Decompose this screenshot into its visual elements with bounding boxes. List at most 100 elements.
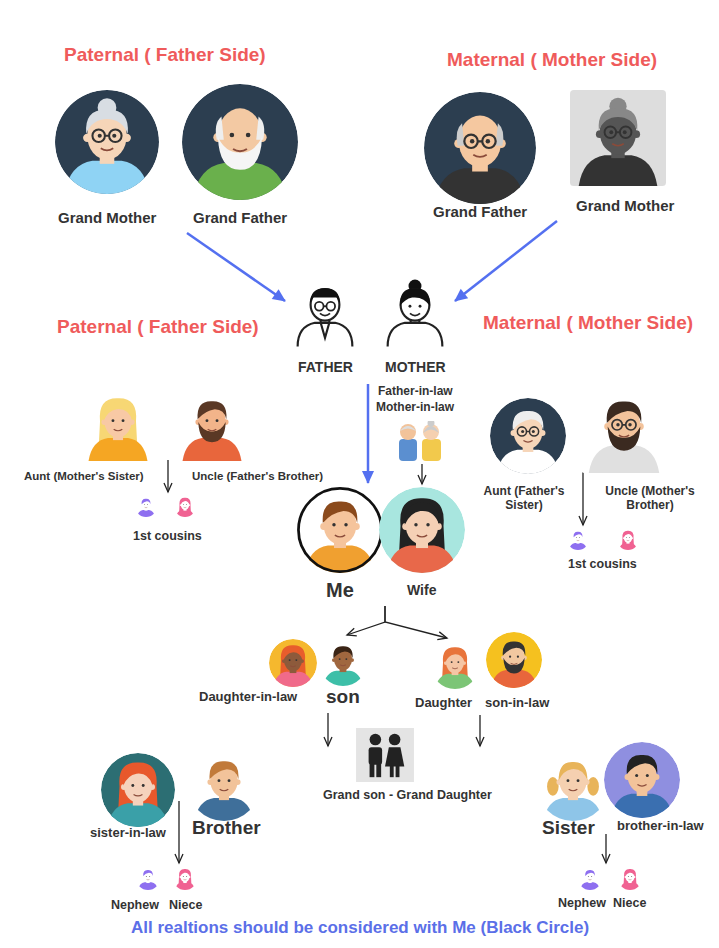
person-node: Grand Father (424, 92, 536, 221)
avatar-icon (135, 495, 157, 517)
relation-arrow (167, 460, 168, 492)
person-label: Nephew (111, 898, 159, 913)
avatar-icon (570, 90, 666, 186)
avatar (567, 528, 589, 550)
line-avatar-icon (379, 276, 451, 348)
person-label: MOTHER (385, 359, 446, 376)
avatar (570, 90, 666, 186)
person-label: Sister (542, 817, 595, 840)
person-label: Daughter-in-law (199, 689, 297, 705)
person-label: Mother-in-law (376, 400, 454, 414)
avatar (578, 866, 602, 890)
avatar-icon (174, 495, 196, 517)
person-label: Grand Mother (576, 197, 674, 215)
person-label: brother-in-law (617, 818, 704, 834)
avatar (182, 84, 298, 200)
person-node: 1st cousins (133, 495, 202, 544)
couple-icon (395, 421, 445, 461)
relation-arrow (479, 715, 480, 746)
avatar (135, 495, 157, 517)
person-node: Uncle (Father's Brother) (176, 389, 324, 484)
person-label: Grand Father (193, 209, 287, 227)
avatar (289, 276, 361, 348)
person-node: Sister (537, 749, 609, 840)
avatar-icon (537, 749, 609, 821)
avatar-icon (82, 389, 154, 461)
person-node: sister-in-law (90, 753, 175, 841)
avatar (101, 753, 175, 827)
avatar-icon (297, 487, 383, 573)
person-node: Nephew Niece (558, 866, 647, 911)
avatar (82, 389, 154, 461)
person-label: Niece (169, 898, 202, 913)
person-label: son (326, 686, 360, 709)
avatar (174, 495, 196, 517)
person-label: Brother (192, 817, 261, 840)
avatar-icon (101, 753, 175, 827)
avatar-icon (269, 639, 317, 687)
person-node: son-in-law (485, 632, 550, 711)
avatar (424, 92, 536, 204)
person-node: Me (297, 487, 383, 602)
avatar-icon (567, 528, 589, 550)
person-label: Uncle (Father's Brother) (192, 470, 323, 484)
relation-arrow (178, 801, 179, 863)
avatar-icon (176, 389, 248, 461)
side-label: Paternal ( Father Side) (57, 316, 259, 339)
avatar (379, 487, 465, 573)
person-label: Father-in-law (378, 384, 453, 398)
avatar-icon (618, 866, 642, 890)
person-node: Aunt (Mother's Sister) (24, 389, 154, 484)
side-label: Maternal ( Mother Side) (447, 49, 657, 72)
person-label: 1st cousins (133, 529, 202, 544)
person-label: Grand Father (433, 203, 527, 221)
avatar (537, 749, 609, 821)
person-node: Father-in-lawMother-in-law (376, 384, 454, 461)
avatar (319, 638, 367, 686)
avatar (55, 90, 159, 194)
person-label: Grand son - Grand Daughter (323, 788, 492, 803)
person-label: Uncle (Mother's Brother) (590, 484, 710, 513)
person-node: Grand son - Grand Daughter (323, 728, 492, 803)
avatar-icon (578, 866, 602, 890)
person-label: sister-in-law (90, 825, 166, 841)
line-avatar-icon (289, 276, 361, 348)
relation-arrow (367, 384, 370, 483)
avatar (136, 866, 160, 890)
person-label: Me (326, 578, 354, 602)
person-label: Aunt (Father's Sister) (472, 484, 576, 513)
avatar-icon (188, 749, 260, 821)
avatar (379, 276, 451, 348)
avatar (604, 742, 680, 818)
relation-arrow (327, 713, 328, 746)
avatar-icon (490, 398, 566, 474)
person-node: 1st cousins (567, 528, 639, 572)
person-node: Aunt (Father's Sister) (472, 398, 576, 513)
person-node: son (319, 638, 367, 709)
person-label: Wife (407, 582, 436, 599)
avatar-icon (182, 84, 298, 200)
person-node: Grand Mother (55, 90, 159, 227)
person-node: Grand Father (182, 84, 298, 227)
relation-arrow (455, 221, 557, 301)
avatar-icon (55, 90, 159, 194)
avatar-icon (486, 632, 542, 688)
avatar-icon (604, 742, 680, 818)
person-label: Nephew (558, 896, 606, 911)
avatar (581, 387, 667, 473)
relation-arrow (605, 834, 606, 863)
avatar-icon (136, 866, 160, 890)
diagram-caption: All realtions should be considered with … (131, 918, 589, 938)
person-node: Uncle (Mother's Brother) (581, 387, 710, 513)
avatar-icon (424, 92, 536, 204)
side-label: Maternal ( Mother Side) (483, 312, 693, 335)
children-icon (356, 728, 414, 782)
person-node: Brother (188, 749, 261, 840)
avatar-icon (581, 387, 667, 473)
person-node: Nephew Niece (111, 866, 203, 913)
person-label: Niece (613, 896, 646, 911)
avatar-icon (431, 641, 479, 689)
avatar-icon (379, 487, 465, 573)
avatar-icon (617, 528, 639, 550)
